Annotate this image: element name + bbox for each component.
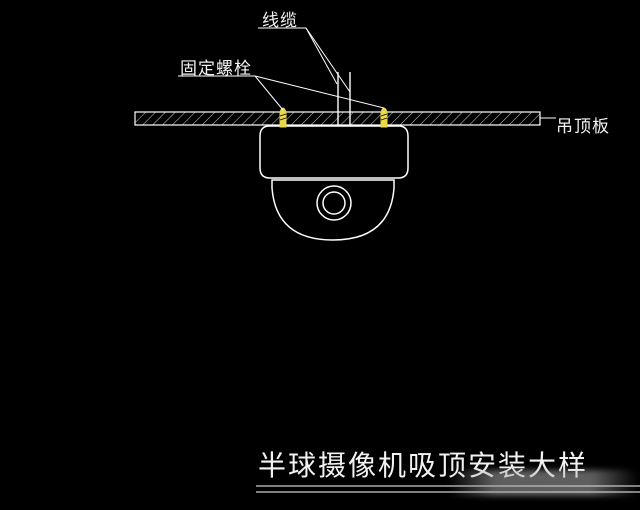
fixing-bolt-label: 固定螺栓 [180,59,252,79]
blurred-watermark [448,470,638,496]
cable-label: 线缆 [262,11,298,31]
leader-cable [258,27,351,93]
leader-fixing-bolt [178,75,385,111]
fixing-bolt-right [380,107,388,128]
camera-lens [316,185,352,221]
camera-dome [271,179,395,241]
fixing-bolt-left [279,107,287,128]
ceiling-board-label: 吊顶板 [556,117,610,137]
camera-base [259,125,409,179]
